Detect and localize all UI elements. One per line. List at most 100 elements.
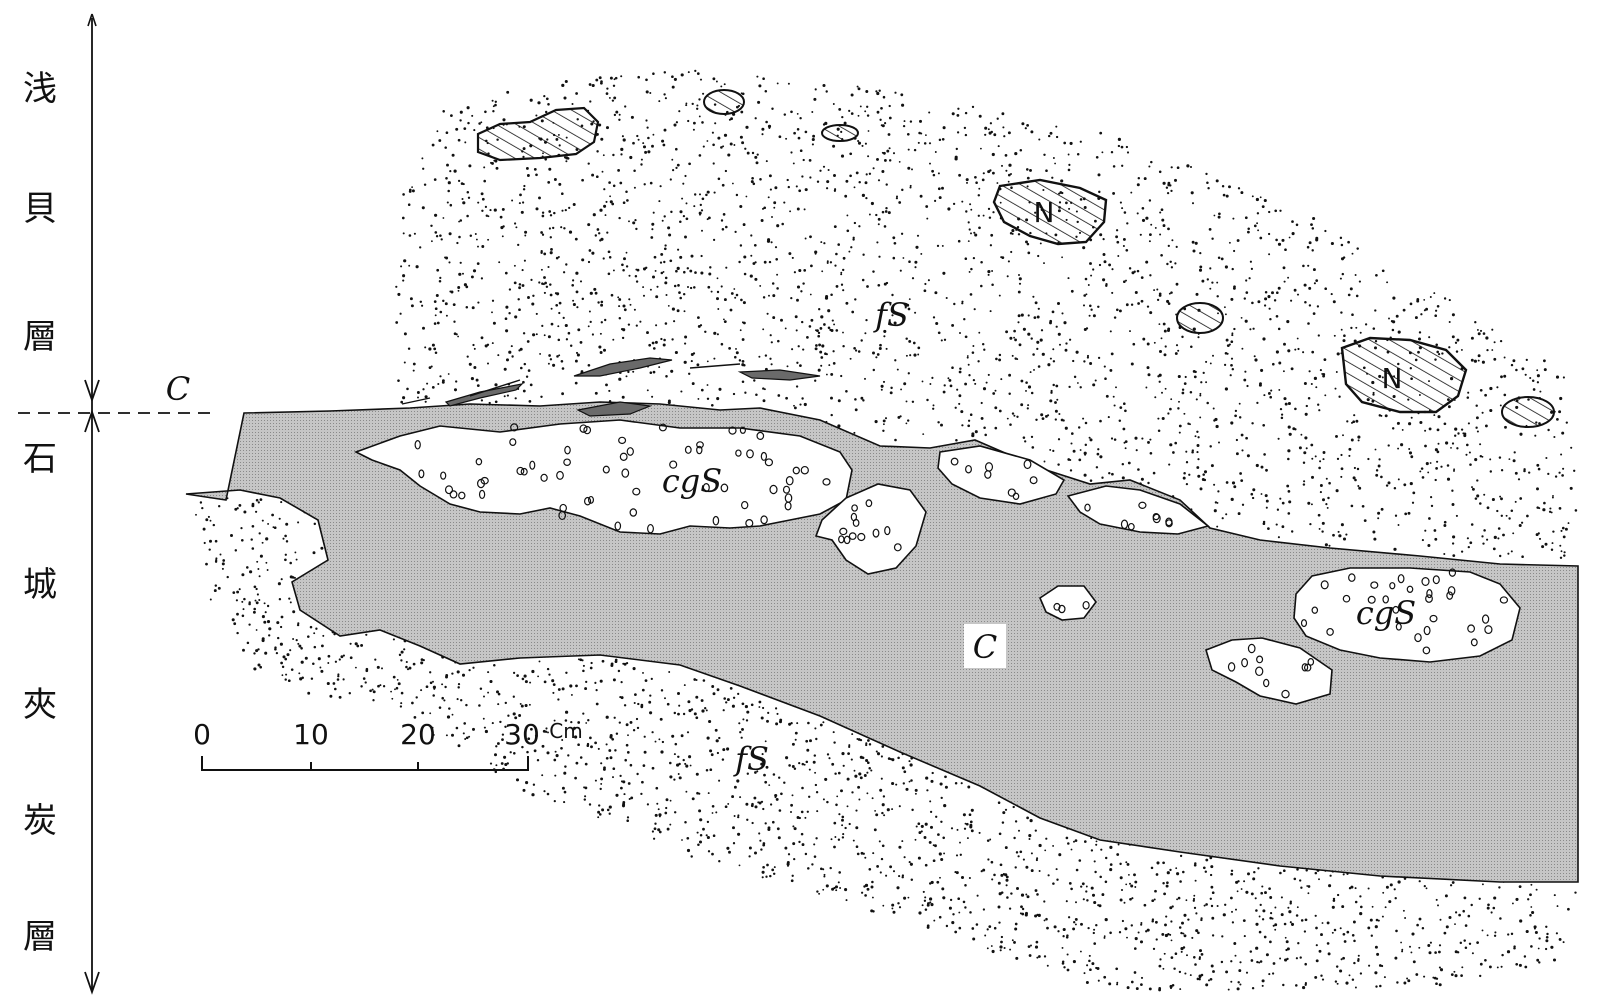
- sand-stipple-dot: [818, 343, 821, 346]
- sand-stipple-dot: [634, 702, 636, 704]
- sand-stipple-dot: [232, 591, 235, 594]
- sand-stipple-dot: [660, 261, 662, 263]
- sand-stipple-dot: [406, 388, 409, 391]
- sand-stipple-dot: [699, 214, 701, 216]
- sand-stipple-dot: [1127, 151, 1129, 153]
- sand-stipple-dot: [439, 706, 442, 709]
- sand-stipple-dot: [620, 787, 623, 790]
- sand-stipple-dot: [383, 685, 385, 687]
- sand-stipple-dot: [1075, 839, 1078, 842]
- sand-stipple-dot: [1171, 939, 1173, 941]
- sand-stipple-dot: [614, 717, 616, 719]
- sand-stipple-dot: [823, 798, 825, 800]
- sand-stipple-dot: [1332, 906, 1335, 909]
- sand-stipple-dot: [1545, 926, 1547, 928]
- sand-stipple-dot: [1133, 873, 1136, 876]
- sand-stipple-dot: [612, 776, 614, 778]
- sand-stipple-dot: [761, 219, 764, 222]
- sand-stipple-dot: [677, 164, 680, 167]
- sand-stipple-dot: [1176, 898, 1178, 900]
- sand-stipple-dot: [1276, 315, 1279, 318]
- scale-tick-label: 10: [293, 718, 329, 751]
- sand-stipple-dot: [830, 373, 833, 376]
- sand-stipple-dot: [535, 114, 537, 116]
- sand-stipple-dot: [873, 167, 875, 169]
- sand-stipple-dot: [363, 677, 366, 680]
- sand-stipple-dot: [1086, 899, 1088, 901]
- sand-stipple-dot: [1141, 438, 1143, 440]
- sand-stipple-dot: [587, 744, 590, 747]
- sand-stipple-dot: [701, 230, 703, 232]
- sand-stipple-dot: [1466, 444, 1469, 447]
- sand-stipple-dot: [872, 797, 874, 799]
- sand-stipple-dot: [1537, 381, 1539, 383]
- sand-stipple-dot: [745, 705, 748, 708]
- sand-stipple-dot: [1141, 276, 1144, 279]
- sand-stipple-dot: [1105, 918, 1108, 921]
- sand-stipple-dot: [791, 348, 793, 350]
- sand-stipple-dot: [464, 738, 466, 740]
- sand-stipple-dot: [883, 335, 885, 337]
- sand-stipple-dot: [1403, 483, 1406, 486]
- sand-stipple-dot: [999, 832, 1002, 835]
- sand-stipple-dot: [1166, 881, 1169, 884]
- sand-stipple-dot: [708, 720, 711, 723]
- sand-stipple-dot: [1101, 893, 1104, 896]
- sand-stipple-dot: [745, 126, 748, 129]
- sand-stipple-dot: [600, 783, 602, 785]
- sand-stipple-dot: [794, 406, 797, 409]
- sand-stipple-dot: [1040, 413, 1043, 416]
- sand-stipple-dot: [1008, 164, 1011, 167]
- sand-stipple-dot: [903, 782, 905, 784]
- sand-stipple-dot: [1015, 957, 1018, 960]
- sand-stipple-dot: [686, 837, 689, 840]
- sand-stipple-dot: [1188, 474, 1190, 476]
- sand-stipple-dot: [492, 100, 494, 102]
- sand-stipple-dot: [1452, 313, 1455, 316]
- sand-stipple-dot: [1360, 906, 1363, 909]
- sand-stipple-dot: [547, 793, 550, 796]
- sand-stipple-dot: [518, 714, 521, 717]
- sand-stipple-dot: [871, 881, 874, 884]
- sand-stipple-dot: [972, 351, 975, 354]
- sand-stipple-dot: [726, 847, 729, 850]
- sand-stipple-dot: [918, 831, 921, 834]
- sand-stipple-dot: [1355, 274, 1357, 276]
- sand-stipple-dot: [462, 273, 464, 275]
- sand-stipple-dot: [1501, 469, 1503, 471]
- sand-stipple-dot: [449, 170, 451, 172]
- sand-stipple-dot: [599, 239, 601, 241]
- sand-stipple-dot: [1232, 481, 1235, 484]
- sand-stipple-dot: [620, 153, 622, 155]
- sand-stipple-dot: [539, 660, 541, 662]
- sand-stipple-dot: [1302, 986, 1305, 989]
- sand-stipple-dot: [1536, 369, 1538, 371]
- sand-stipple-dot: [1185, 376, 1187, 378]
- sand-stipple-dot: [699, 818, 702, 821]
- sand-stipple-dot: [1058, 438, 1060, 440]
- sand-stipple-dot: [890, 758, 892, 760]
- sand-stipple-dot: [841, 824, 843, 826]
- sand-stipple-dot: [1231, 358, 1233, 360]
- sand-stipple-dot: [1519, 964, 1522, 967]
- sand-stipple-dot: [765, 121, 768, 124]
- sand-stipple-dot: [1419, 470, 1421, 472]
- sand-stipple-dot: [929, 882, 931, 884]
- sand-stipple-dot: [851, 94, 854, 97]
- sand-stipple-dot: [1424, 445, 1427, 448]
- sand-stipple-dot: [724, 320, 727, 323]
- sand-stipple-dot: [1255, 923, 1258, 926]
- sand-stipple-dot: [249, 570, 252, 573]
- sand-stipple-dot: [746, 719, 748, 721]
- sand-stipple-dot: [877, 111, 880, 114]
- sand-stipple-dot: [1042, 417, 1045, 420]
- sand-stipple-dot: [1346, 420, 1348, 422]
- sand-stipple-dot: [764, 261, 767, 264]
- sand-stipple-dot: [1103, 976, 1106, 979]
- sand-stipple-dot: [688, 162, 691, 165]
- sand-stipple-dot: [1009, 423, 1012, 426]
- sand-stipple-dot: [849, 823, 851, 825]
- sand-stipple-dot: [846, 214, 848, 216]
- sand-stipple-dot: [770, 334, 772, 336]
- sand-stipple-dot: [958, 394, 961, 397]
